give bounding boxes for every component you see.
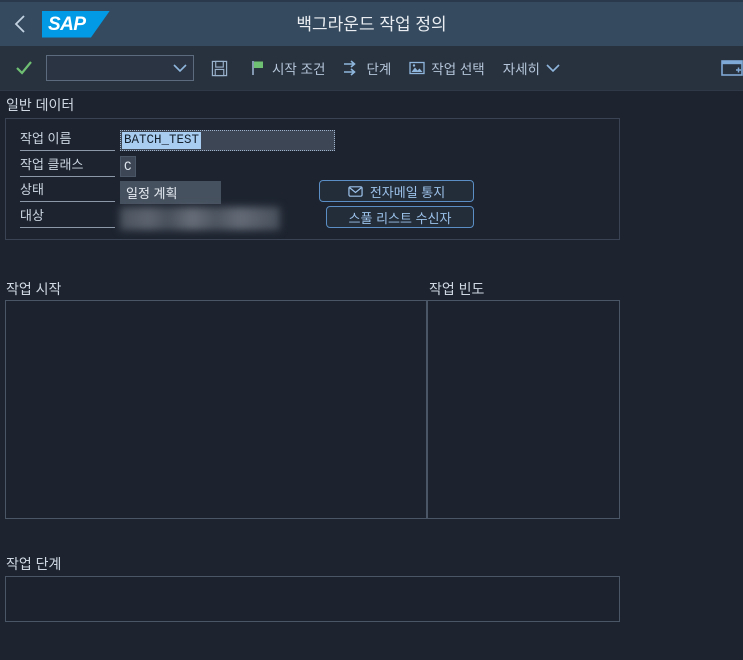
target-value-redacted[interactable] (120, 207, 280, 230)
job-steps-label: 작업 단계 (6, 556, 62, 572)
field-job-class: 작업 클래스 C (20, 156, 136, 177)
job-name-value: BATCH_TEST (122, 132, 202, 149)
status-value: 일정 계획 (126, 186, 178, 201)
field-status: 상태 일정 계획 (20, 181, 221, 204)
page-title: 백그라운드 작업 정의 (296, 15, 447, 34)
more-menu-button[interactable]: 자세히 (494, 54, 569, 82)
app-header: SAP 백그라운드 작업 정의 (0, 0, 743, 46)
save-button[interactable] (206, 55, 232, 81)
back-button[interactable] (0, 2, 40, 46)
new-window-icon (721, 60, 743, 76)
job-selection-button[interactable]: 작업 선택 (400, 54, 493, 82)
job-start-label: 작업 시작 (6, 281, 62, 297)
general-data-title: 일반 데이터 (6, 97, 75, 113)
field-job-name-label: 작업 이름 (20, 130, 115, 151)
field-target-label: 대상 (20, 207, 115, 228)
job-start-panel[interactable] (5, 300, 427, 519)
image-picture-icon (409, 60, 425, 76)
job-steps-panel[interactable] (5, 576, 620, 622)
flag-icon (251, 60, 266, 76)
field-job-class-label: 작업 클래스 (20, 156, 115, 177)
overflow-action-button[interactable] (721, 54, 743, 82)
main-toolbar: 시작 조건 단계 작업 선택 자세히 (0, 46, 743, 91)
save-floppy-icon (211, 60, 227, 76)
status-value-box: 일정 계획 (120, 181, 221, 204)
steps-button[interactable]: 단계 (334, 54, 400, 82)
field-status-label: 상태 (20, 181, 115, 202)
job-frequency-label: 작업 빈도 (429, 281, 485, 297)
confirm-button[interactable] (14, 53, 34, 83)
email-notification-button[interactable]: 전자메일 통지 (319, 180, 474, 202)
spool-list-recipient-button[interactable]: 스풀 리스트 수신자 (326, 206, 474, 228)
form-content: 일반 데이터 작업 이름 BATCH_TEST 작업 클래스 C 상태 (0, 91, 743, 660)
job-frequency-panel[interactable] (427, 300, 620, 519)
general-data-group: 작업 이름 BATCH_TEST 작업 클래스 C 상태 일정 계획 (5, 118, 620, 240)
chevron-down-icon (173, 64, 187, 73)
chevron-down-icon (546, 63, 560, 73)
envelope-icon (348, 185, 363, 197)
sap-logo-text: SAP (48, 13, 86, 35)
spool-list-recipient-label: 스풀 리스트 수신자 (348, 210, 452, 226)
email-notification-label: 전자메일 통지 (369, 184, 446, 200)
field-job-name: 작업 이름 BATCH_TEST (20, 130, 335, 151)
steps-arrows-icon (343, 60, 360, 76)
job-class-input[interactable]: C (120, 156, 136, 177)
job-class-value: C (124, 159, 132, 174)
variant-select[interactable] (46, 55, 194, 81)
start-condition-button[interactable]: 시작 조건 (242, 54, 334, 82)
checkmark-icon (16, 61, 32, 75)
steps-label: 단계 (366, 62, 392, 77)
field-target: 대상 (20, 207, 280, 230)
job-name-input[interactable]: BATCH_TEST (120, 130, 335, 151)
chevron-left-icon (14, 15, 25, 33)
more-menu-label: 자세히 (502, 62, 540, 77)
sap-logo: SAP (42, 10, 110, 38)
start-condition-label: 시작 조건 (272, 62, 326, 77)
job-selection-label: 작업 선택 (431, 62, 485, 77)
